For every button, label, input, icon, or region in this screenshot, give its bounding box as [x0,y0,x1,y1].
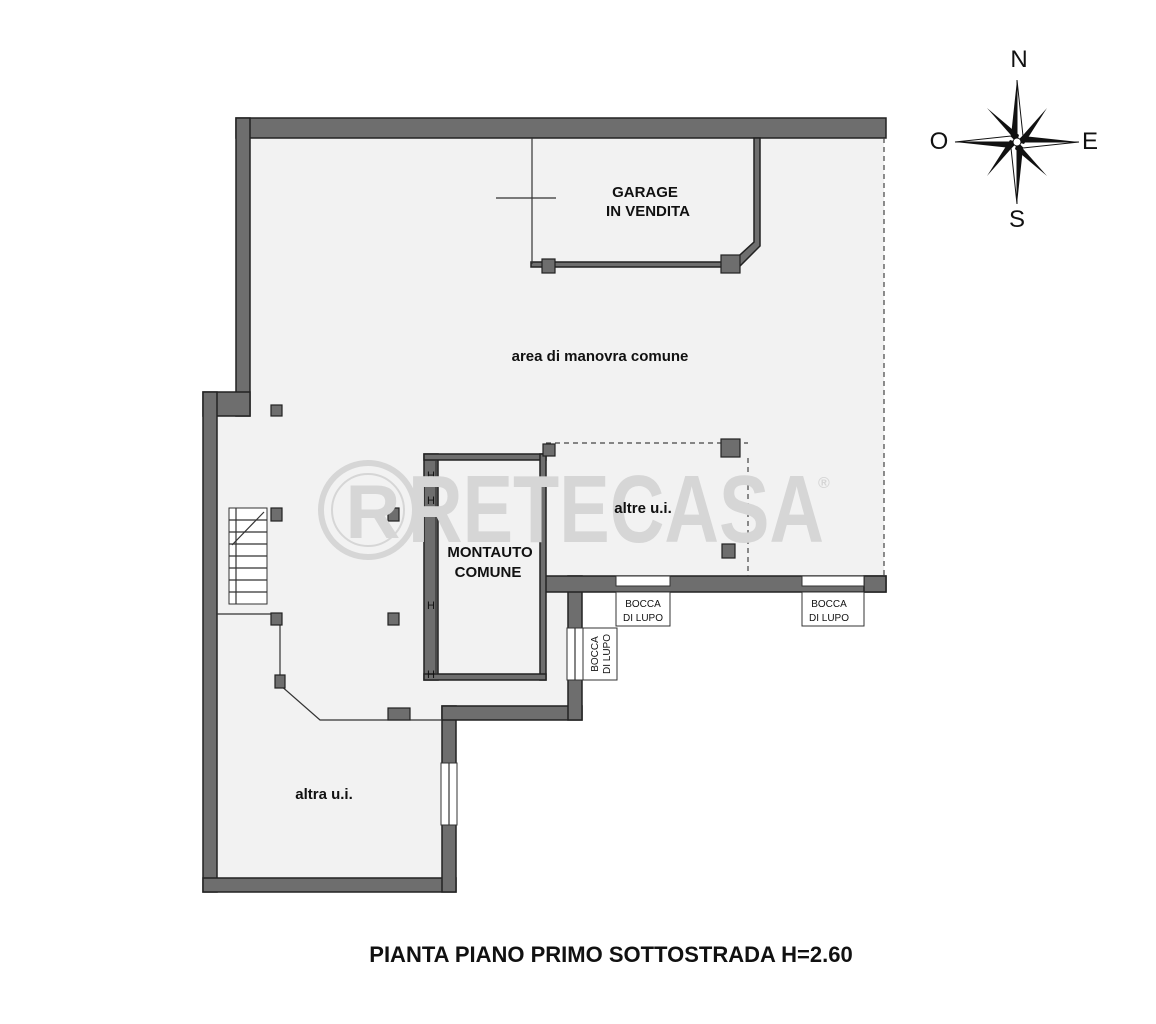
h-mark: H [427,600,435,612]
h-mark: H [427,470,435,482]
h-mark: H [427,495,435,507]
garage-label-line1: GARAGE [612,184,678,201]
h-marks: H H H H [427,470,435,681]
watermark: R RETECASA ® [318,456,830,563]
staircase [228,507,268,605]
floor-areas [216,138,884,878]
altre-ui-label: altre u.i. [614,500,672,517]
watermark-reg: ® [818,475,830,492]
compass-south: S [1009,206,1025,233]
bocca-di-lupo-1: BOCCA DI LUPO [615,575,671,627]
dashed-boundaries [546,138,885,576]
compass-rose: N S E O [930,46,1098,233]
garage-label-line2: IN VENDITA [606,203,690,220]
pillars [270,254,741,721]
bocca-di-lupo-3: BOCCA DI LUPO [582,627,618,681]
compass-west: O [930,128,949,155]
h-mark: H [427,669,435,681]
manovra-label: area di manovra comune [512,348,689,365]
svg-text:R: R [346,470,401,555]
plan-title: PIANTA PIANO PRIMO SOTTOSTRADA H=2.60 [369,942,852,967]
compass-east: E [1082,128,1098,155]
room-labels: GARAGE IN VENDITA area di manovra comune… [295,184,690,803]
bocca-1-line2: DI LUPO [623,613,663,624]
windows [440,627,584,826]
bocca-1-line1: BOCCA [625,599,661,610]
bocca-3-line2: DI LUPO [602,634,613,674]
altra-ui-label: altra u.i. [295,786,353,803]
bocca-2-line2: DI LUPO [809,613,849,624]
montauto-label-line2: COMUNE [455,564,522,581]
bocca-di-lupo-2: BOCCA DI LUPO [801,575,865,627]
bocca-3-line1: BOCCA [590,636,601,672]
montauto-label-line1: MONTAUTO [447,544,533,561]
bocca-2-line1: BOCCA [811,599,847,610]
compass-north: N [1010,46,1027,73]
watermark-text: RETECASA [408,456,824,563]
